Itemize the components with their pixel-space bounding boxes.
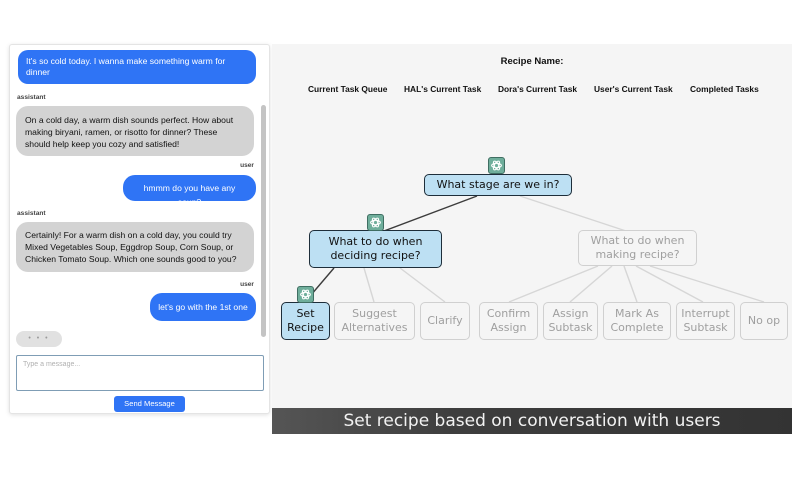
node-assign-subtask[interactable]: Assign Subtask — [543, 302, 598, 340]
send-message-button[interactable]: Send Message — [114, 396, 185, 412]
node-mark-as-complete[interactable]: Mark As Complete — [603, 302, 671, 340]
edge-making-mark — [623, 265, 638, 303]
edge-root-deciding — [375, 195, 478, 235]
node-clarify[interactable]: Clarify — [420, 302, 470, 340]
node-confirm-assign[interactable]: Confirm Assign — [479, 302, 538, 340]
edge-making-interrupt — [635, 265, 704, 303]
node-no-op[interactable]: No op — [740, 302, 788, 340]
chat-message-text: Certainly! For a warm dish on a cold day… — [25, 230, 237, 264]
tab-completed-tasks[interactable]: Completed Tasks — [690, 84, 759, 94]
chat-message-text: It's so cold today. I wanna make somethi… — [26, 56, 226, 77]
chat-message-text: let's go with the 1st one — [158, 302, 248, 312]
chat-message-list[interactable]: It's so cold today. I wanna make somethi… — [10, 45, 262, 330]
edge-root-making — [519, 195, 630, 233]
edge-making-noop — [649, 265, 765, 303]
edge-making-confirm — [508, 265, 599, 303]
node-what-stage[interactable]: What stage are we in? — [424, 174, 572, 196]
chat-role-label: user — [240, 162, 254, 169]
tab-dora-current-task[interactable]: Dora's Current Task — [498, 84, 578, 94]
task-tree-panel: Recipe Name: Current Task Queue HAL's Cu… — [272, 44, 792, 434]
chat-role-label: assistant — [17, 210, 46, 217]
tab-hal-current-task[interactable]: HAL's Current Task — [404, 84, 482, 94]
chat-message-user: let's go with the 1st one — [150, 293, 256, 321]
tab-user-current-task[interactable]: User's Current Task — [594, 84, 673, 94]
node-making-recipe[interactable]: What to do when making recipe? — [578, 230, 697, 266]
openai-logo-icon — [488, 157, 505, 174]
chat-message-assistant: On a cold day, a warm dish sounds perfec… — [16, 106, 254, 156]
tab-current-task-queue[interactable]: Current Task Queue — [308, 84, 388, 94]
message-input[interactable] — [16, 355, 264, 391]
edge-deciding-clarify — [399, 267, 446, 303]
chat-message-text: On a cold day, a warm dish sounds perfec… — [25, 115, 234, 149]
node-interrupt-subtask[interactable]: Interrupt Subtask — [676, 302, 735, 340]
chat-panel: It's so cold today. I wanna make somethi… — [9, 44, 270, 414]
recipe-name-label: Recipe Name: — [500, 56, 564, 67]
chat-role-label: user — [240, 281, 254, 288]
edge-making-assign — [569, 265, 613, 303]
video-caption: Set recipe based on conversation with us… — [272, 408, 792, 434]
chat-message-text: hmmm do you have any soup? — [143, 183, 236, 207]
chat-scrollbar[interactable] — [261, 105, 266, 337]
node-suggest-alternatives[interactable]: Suggest Alternatives — [334, 302, 415, 340]
openai-logo-icon — [297, 286, 314, 303]
node-deciding-recipe[interactable]: What to do when deciding recipe? — [309, 230, 442, 268]
openai-logo-icon — [367, 214, 384, 231]
typing-indicator: • • • — [16, 331, 62, 347]
edge-deciding-suggest — [363, 267, 375, 303]
chat-message-user: It's so cold today. I wanna make somethi… — [18, 50, 256, 84]
chat-message-user: hmmm do you have any soup? — [123, 175, 256, 207]
chat-message-assistant: Certainly! For a warm dish on a cold day… — [16, 222, 254, 272]
tree-connectors — [304, 195, 765, 303]
node-set-recipe[interactable]: Set Recipe — [281, 302, 330, 340]
chat-role-label: assistant — [17, 94, 46, 101]
